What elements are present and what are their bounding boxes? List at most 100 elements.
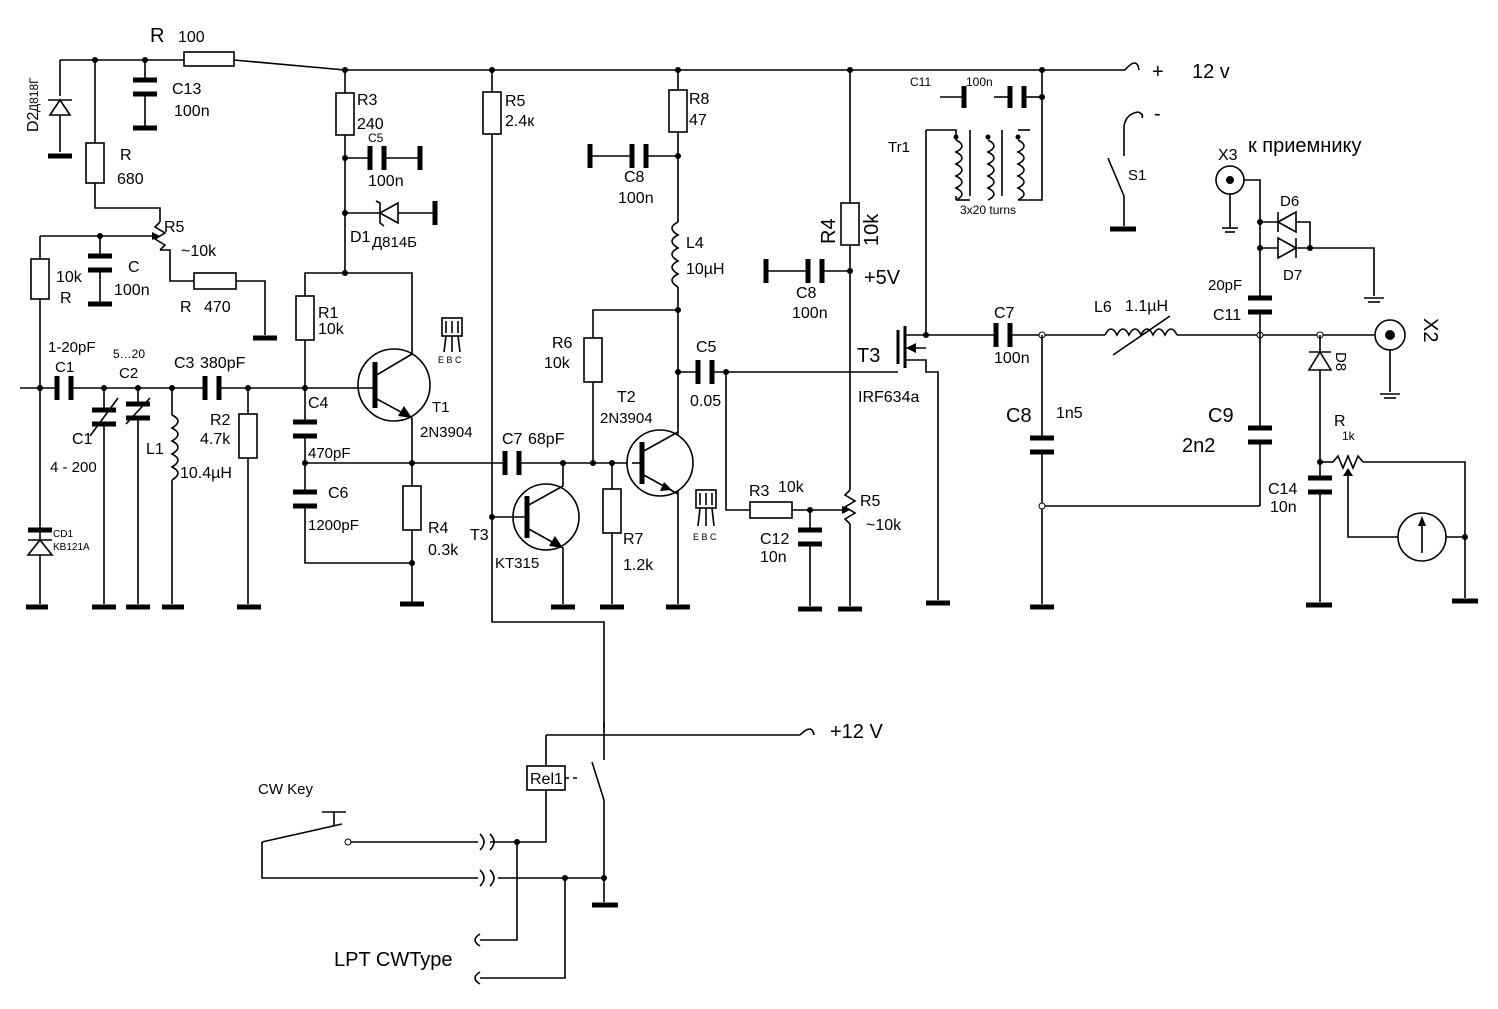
label-c11b-value: 20pF [1208,277,1242,294]
label-rel1: Rel1 [530,771,563,788]
label-r5c: R5 [860,493,881,510]
label-c13-value: 100n [174,103,210,120]
label-cd1-type: KB121A [53,542,90,553]
label-minus: - [1154,103,1161,125]
to92-pinout-icon [441,317,463,353]
label-r470: R [180,299,192,316]
label-t1: T1 [432,399,450,416]
label-c11b: C11 [1213,307,1241,324]
s1-switch [1107,126,1136,232]
label-c3-value: 380pF [200,355,246,372]
label-ebc1: E B C [438,355,462,365]
label-r1: R1 [318,305,339,322]
label-t1-type: 2N3904 [420,424,473,441]
t3-mosfet [896,130,950,606]
label-r6: R6 [552,335,573,352]
label-l1: L1 [146,441,164,458]
x2-antenna-port [1374,319,1406,399]
c13-capacitor [133,60,157,131]
label-c1b-range: 4 - 200 [50,459,97,476]
output-line [926,315,1374,356]
label-plus: + [1152,61,1164,83]
label-c2-range: 5…20 [113,347,145,361]
label-r6-value: 10k [544,355,571,372]
c100n-capacitor [88,236,112,307]
label-r5a-value: ~10k [181,243,217,260]
label-c5a: C5 [368,131,384,145]
label-x3: X3 [1218,147,1238,164]
swr-detector [1306,335,1478,608]
label-c12-value: 10n [760,549,787,566]
label-l4-value: 10µH [686,261,725,278]
label-c8a-value: 100n [618,190,654,207]
label-r5b-value: 2.4к [505,113,535,130]
label-r680-value: 680 [117,171,144,188]
label-c8b-value: 100n [792,305,828,322]
label-t3b: T3 [857,345,880,367]
label-d1-type: Д814Б [372,234,417,251]
label-r4-value: 0.3k [428,542,459,559]
label-l4: L4 [686,235,704,252]
label-t2-type: 2N3904 [600,410,653,427]
label-t3a-type: KT315 [495,555,539,572]
label-r1-value: 10k [318,321,345,338]
label-r-top: R [150,25,164,47]
label-plus12v: 12 v [1192,61,1230,83]
label-c7a: C7 [502,431,523,448]
label-c14: C14 [1268,481,1297,498]
label-c9-value: 2n2 [1182,435,1215,457]
label-c8c: C8 [1006,405,1032,427]
label-r1k-value: 1k [1342,429,1356,443]
l1-inductor [162,388,184,610]
label-r3: R3 [357,92,378,109]
c4-c6-capacitors [293,388,412,564]
c1-trimmer [89,388,119,610]
label-t2: T2 [617,389,636,406]
label-r4b: R4 [818,218,840,244]
label-x3-note: к приемнику [1248,135,1362,157]
label-d2: D2 [25,111,42,132]
label-r680: R [120,147,132,164]
label-r470-value: 470 [204,299,231,316]
label-c12: C12 [760,531,789,548]
r2-resistor [237,388,261,610]
label-r10k-value: 10k [56,269,83,286]
label-ebc2: E B C [693,532,717,542]
minus-terminal [1123,111,1144,127]
label-r4: R4 [428,520,449,537]
label-c4: C4 [308,395,329,412]
label-d8: D8 [1332,352,1349,371]
label-d2-type: Д818Г [27,77,41,112]
t2-transistor [626,429,694,497]
label-d7: D7 [1283,267,1302,284]
label-c1-range: 1-20pF [48,339,96,356]
cw-key [261,811,478,879]
label-r8: R8 [689,91,710,108]
label-c7b: C7 [994,305,1015,322]
cd1-varicap [26,388,54,610]
label-c5b: C5 [696,339,717,356]
label-c11a-value: 100n [966,75,993,89]
label-c9: C9 [1208,405,1234,427]
r680-resistor [85,60,161,222]
supply-rail [60,51,1140,71]
label-r3b-value: 10k [778,479,805,496]
label-c1b: C1 [72,431,93,448]
label-c100n: C [128,259,140,276]
c7-68pf-capacitor [412,451,632,475]
label-c100n-value: 100n [114,282,150,299]
label-lpt: LPT CWType [334,949,453,971]
r10k-resistor [30,236,50,388]
label-r1k: R [1334,413,1346,430]
label-l6: L6 [1094,299,1112,316]
tr1-transformer [926,70,1043,201]
label-d6: D6 [1280,193,1299,210]
label-r5b: R5 [505,93,526,110]
c5-coupling-capacitor [678,360,898,519]
label-r7: R7 [623,531,644,548]
label-r8-value: 47 [689,112,707,129]
label-c14-value: 10n [1270,499,1297,516]
label-c13: C13 [172,81,201,98]
label-l1-value: 10.4µH [180,465,232,482]
